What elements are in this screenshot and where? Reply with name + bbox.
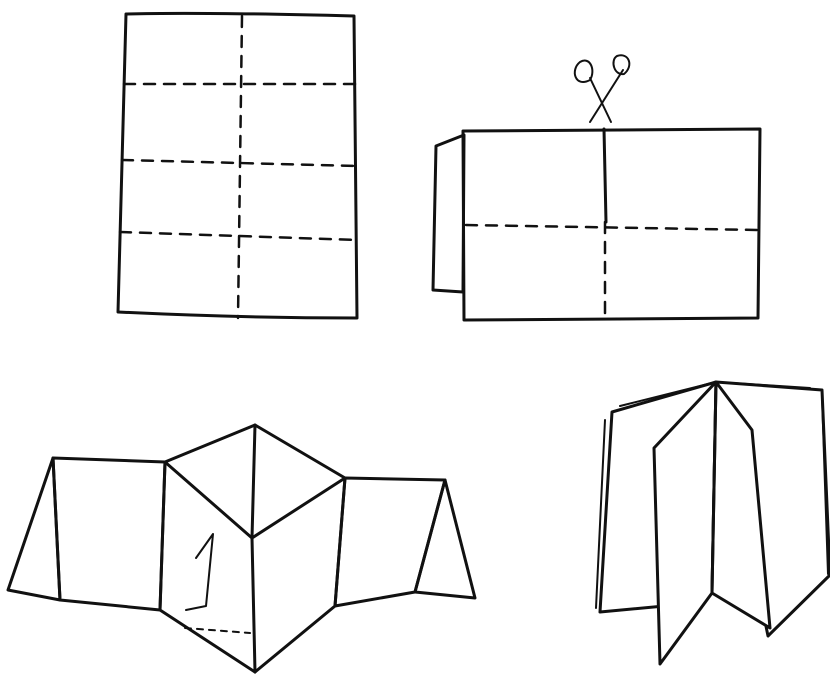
- horizontal-fold-line: [466, 225, 758, 230]
- step-2-folded-cut: [433, 55, 760, 320]
- step-4-booklet: [596, 382, 830, 664]
- page-number-label: [186, 534, 213, 610]
- scissors-icon: [575, 55, 630, 122]
- cut-line: [604, 129, 606, 222]
- vertical-fold-line: [238, 16, 242, 318]
- step-3-zigzag: [8, 425, 475, 672]
- center-crease: [252, 425, 255, 538]
- step-1-sheet: [118, 13, 357, 318]
